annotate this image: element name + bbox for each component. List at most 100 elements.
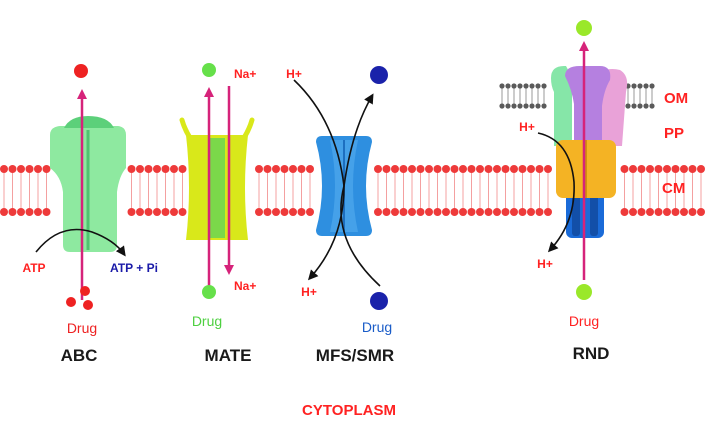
lipid-head — [272, 208, 280, 216]
lipid-head — [34, 165, 42, 173]
lipid-head — [153, 208, 161, 216]
lipid-head — [391, 208, 399, 216]
lipid-head — [649, 103, 655, 109]
pp-label: PP — [664, 125, 684, 142]
lipid-head — [297, 165, 306, 173]
lipid-head — [527, 208, 535, 216]
lipid-head — [688, 208, 697, 216]
lipid-head — [541, 103, 547, 109]
rnd-proton-arrow — [537, 132, 575, 253]
atp-pi-label: ATP + Pi — [110, 261, 158, 275]
mfs-drug-label: Drug — [362, 319, 392, 335]
lipid-head — [178, 208, 187, 216]
mfs-h-bottom-label: H+ — [301, 285, 317, 299]
lipid-head — [637, 208, 646, 216]
lipid-head — [433, 165, 442, 173]
lipid-head — [499, 103, 505, 109]
lipid-head — [306, 208, 314, 216]
lipid-head — [663, 208, 671, 216]
mate-name: MATE — [205, 346, 252, 365]
lipid-head — [671, 208, 680, 216]
lipid-head — [671, 165, 680, 173]
abc-drug-in-dot — [66, 297, 76, 307]
lipid-head — [416, 165, 425, 173]
mfs-smr-transporter: H+ H+ Drug MFS/SMR — [286, 66, 394, 365]
mfs-drug-out-dot — [370, 66, 388, 84]
lipid-head — [637, 83, 643, 89]
lipid-head — [625, 103, 631, 109]
lipid-head — [170, 208, 178, 216]
lipid-head — [425, 165, 433, 173]
lipid-head — [680, 208, 688, 216]
cm-label: CM — [662, 180, 685, 197]
rnd-h-bottom-label: H+ — [537, 257, 553, 271]
lipid-head — [467, 165, 476, 173]
lipid-head — [643, 83, 649, 89]
lipid-head — [646, 165, 654, 173]
lipid-head — [680, 165, 688, 173]
lipid-head — [484, 208, 493, 216]
abc-name: ABC — [61, 346, 98, 365]
lipid-head — [637, 103, 643, 109]
abc-drug-in-dot — [80, 286, 90, 296]
lipid-head — [631, 103, 637, 109]
lipid-head — [8, 165, 17, 173]
mate-drug-label: Drug — [192, 313, 222, 329]
lipid-head — [499, 83, 505, 89]
lipid-head — [493, 208, 501, 216]
rnd-tm-stripe — [590, 190, 598, 236]
lipid-head — [127, 165, 136, 173]
lipid-head — [631, 83, 637, 89]
lipid-head — [153, 165, 161, 173]
abc-drug-out-dot — [74, 64, 88, 78]
mate-drug-in-dot — [202, 285, 216, 299]
lipid-head — [620, 208, 629, 216]
lipid-head — [442, 165, 450, 173]
lipid-head — [306, 165, 314, 173]
lipid-head — [511, 103, 517, 109]
rnd-purple-channel — [565, 66, 611, 146]
lipid-head — [523, 83, 529, 89]
lipid-head — [654, 208, 663, 216]
rnd-name: RND — [573, 344, 610, 363]
lipid-head — [136, 208, 144, 216]
lipid-head — [535, 208, 544, 216]
lipid-head — [374, 208, 382, 216]
lipid-head — [382, 208, 391, 216]
lipid-head — [0, 208, 8, 216]
lipid-head — [510, 208, 518, 216]
lipid-head — [697, 165, 705, 173]
lipid-head — [529, 103, 535, 109]
lipid-head — [654, 165, 663, 173]
lipid-head — [0, 165, 8, 173]
lipid-head — [289, 165, 297, 173]
mfs-h-top-label: H+ — [286, 67, 302, 81]
lipid-head — [408, 165, 416, 173]
lipid-head — [501, 208, 510, 216]
lipid-head — [535, 103, 541, 109]
lipid-head — [459, 165, 467, 173]
lipid-head — [399, 165, 408, 173]
lipid-head — [505, 83, 511, 89]
abc-drug-label: Drug — [67, 320, 97, 336]
lipid-head — [382, 165, 391, 173]
lipid-head — [17, 165, 25, 173]
atp-label: ATP — [22, 261, 45, 275]
abc-top-cap — [64, 116, 114, 128]
lipid-head — [688, 165, 697, 173]
outer-membrane — [499, 83, 655, 109]
lipid-head — [697, 208, 705, 216]
lipid-head — [170, 165, 178, 173]
lipid-head — [518, 208, 527, 216]
lipid-head — [629, 208, 637, 216]
lipid-head — [161, 208, 170, 216]
lipid-head — [34, 208, 42, 216]
lipid-head — [144, 208, 153, 216]
lipid-head — [544, 165, 552, 173]
lipid-head — [391, 165, 399, 173]
lipid-head — [643, 103, 649, 109]
mate-drug-out-dot — [202, 63, 216, 77]
mate-na-bottom-label: Na+ — [234, 279, 256, 293]
lipid-head — [476, 208, 484, 216]
rnd-drug-out-dot — [576, 20, 592, 36]
